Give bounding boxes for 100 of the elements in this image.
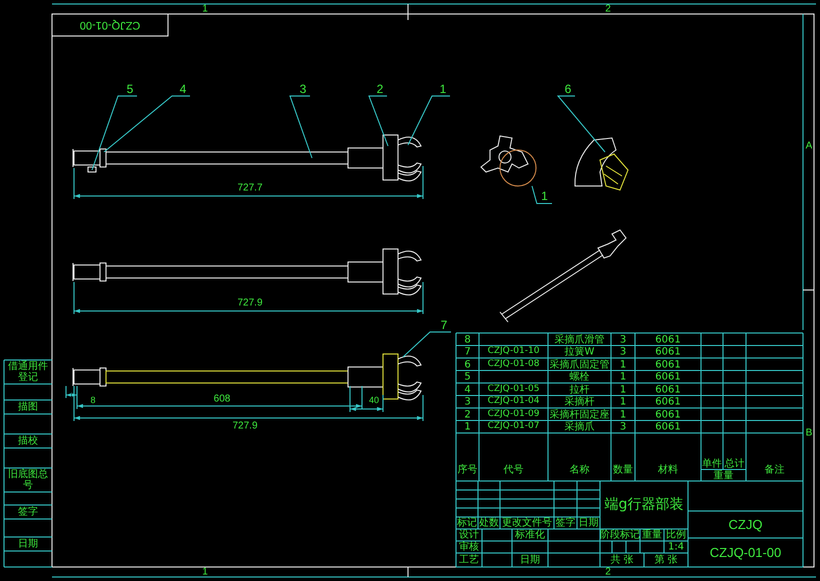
zone-marker: B — [806, 428, 812, 438]
dimension-value: 608 — [214, 394, 230, 404]
zone-marker: A — [806, 140, 812, 152]
table-text: 6061 — [655, 396, 681, 408]
table-text: 采摘杆 — [564, 396, 594, 408]
table-text: 1 — [464, 422, 471, 432]
callout-number: 7 — [437, 318, 451, 332]
table-text: CZJQ-01-10 — [488, 347, 540, 357]
title-block-text: 标准化 — [515, 530, 545, 540]
table-text: 6061 — [655, 384, 681, 395]
callout-number: 4 — [176, 82, 190, 96]
table-text: 螺栓 — [570, 372, 590, 382]
table-header: 数量 — [613, 464, 633, 476]
dimension-value: 727.9 — [237, 298, 263, 308]
title-block-text: 审核 — [459, 542, 479, 552]
table-text: 采摘爪固定管 — [550, 359, 610, 370]
table-text: 8 — [464, 334, 471, 345]
table-text: 6061 — [655, 372, 681, 382]
callout-number: 5 — [123, 82, 137, 96]
callout-number: 1 — [537, 190, 552, 204]
leader-line — [289, 96, 312, 158]
table-text: 1 — [620, 359, 626, 370]
table-text: CZJQ-01-08 — [488, 360, 540, 370]
leader-line — [556, 96, 606, 152]
title-block-text: 日期 — [578, 518, 598, 528]
leader-line — [368, 96, 388, 146]
dimension-value: 8 — [90, 396, 96, 406]
table-header: 序号 — [458, 464, 478, 476]
zone-marker: 1 — [202, 566, 208, 578]
table-text: 采摘杆固定座 — [550, 409, 610, 420]
title-block-text: 1:4 — [668, 542, 684, 552]
table-text: 7 — [464, 346, 471, 358]
revision-column-text: 日期 — [18, 538, 38, 550]
title-block-text: 第 张 — [654, 554, 678, 566]
revision-column-text: 旧底图总号 — [7, 469, 49, 491]
callout-number: 3 — [296, 82, 310, 96]
leader-line — [532, 186, 538, 204]
zone-marker: 2 — [605, 4, 611, 14]
table-text: 6 — [464, 359, 471, 370]
title-block-text: 更改文件号 — [502, 518, 552, 528]
drawing-number: CZJQ-01-00 — [80, 18, 140, 32]
table-text: 拉簧W — [564, 346, 594, 358]
table-text: 6061 — [655, 346, 681, 358]
drawing-number: CZJQ-01-00 — [710, 545, 782, 560]
table-text: 5 — [464, 372, 471, 382]
callout-number: 6 — [561, 82, 575, 96]
table-text: 1 — [620, 409, 626, 420]
leader-line — [408, 96, 450, 146]
table-text: 3 — [620, 346, 626, 358]
table-header: 单件 — [702, 458, 722, 470]
table-text: CZJQ-01-05 — [488, 384, 540, 394]
table-text: CZJQ-01-07 — [488, 422, 540, 432]
revision-column-text: 描校 — [18, 436, 38, 446]
title-block-text: 工艺 — [459, 554, 479, 566]
callout-number: 1 — [436, 82, 450, 96]
dimension-value: 40 — [369, 396, 379, 406]
table-header: 材料 — [658, 464, 678, 476]
table-text: 3 — [620, 422, 626, 432]
table-text: 1 — [620, 396, 626, 408]
dimension-value: 727.9 — [232, 420, 258, 432]
table-text: 拉杆 — [570, 384, 590, 395]
table-text: 4 — [464, 384, 471, 395]
revision-column-text: 描图 — [18, 402, 38, 412]
table-text: 采摘爪滑管 — [554, 334, 604, 345]
table-text: 采摘爪 — [564, 422, 594, 432]
drawing-code: CZJQ — [728, 517, 762, 532]
table-header: 代号 — [504, 464, 524, 476]
table-text: 6061 — [655, 359, 681, 370]
title-block-text: 重量 — [642, 530, 662, 540]
table-header: 重量 — [714, 470, 734, 481]
title-block-text: 日期 — [520, 554, 540, 566]
table-header: 名称 — [570, 464, 590, 476]
table-text: 6061 — [655, 334, 681, 345]
title-block-text: 签字 — [556, 518, 576, 528]
table-text: 3 — [620, 334, 626, 345]
title-block-text: 比例 — [666, 530, 686, 540]
drawing-title: 端g行器部装 — [604, 497, 684, 513]
table-text: CZJQ-01-09 — [488, 410, 540, 420]
leader-line — [104, 96, 190, 152]
revision-column-text: 借通用件登记 — [7, 361, 49, 383]
dimension-value: 727.7 — [237, 182, 263, 194]
leader-line — [402, 332, 452, 358]
title-block-text: 阶段标记 — [600, 530, 640, 540]
table-text: 6061 — [655, 422, 681, 432]
title-block-text: 共 张 — [610, 554, 634, 566]
zone-marker: 2 — [605, 566, 611, 578]
table-header: 总计 — [724, 458, 744, 470]
title-block-text: 处数 — [479, 518, 499, 528]
table-text: 1 — [620, 372, 626, 382]
table-text: CZJQ-01-04 — [488, 397, 540, 407]
leader-line — [92, 96, 138, 170]
callout-number: 2 — [373, 82, 387, 96]
title-block-text: 设计 — [459, 530, 479, 540]
table-text: 3 — [464, 396, 471, 408]
table-text: 1 — [620, 384, 626, 395]
table-text: 2 — [464, 409, 471, 420]
revision-column-text: 签字 — [18, 506, 38, 518]
table-header: 备注 — [764, 464, 784, 476]
table-text: 6061 — [655, 409, 681, 420]
zone-marker: 1 — [202, 4, 208, 14]
